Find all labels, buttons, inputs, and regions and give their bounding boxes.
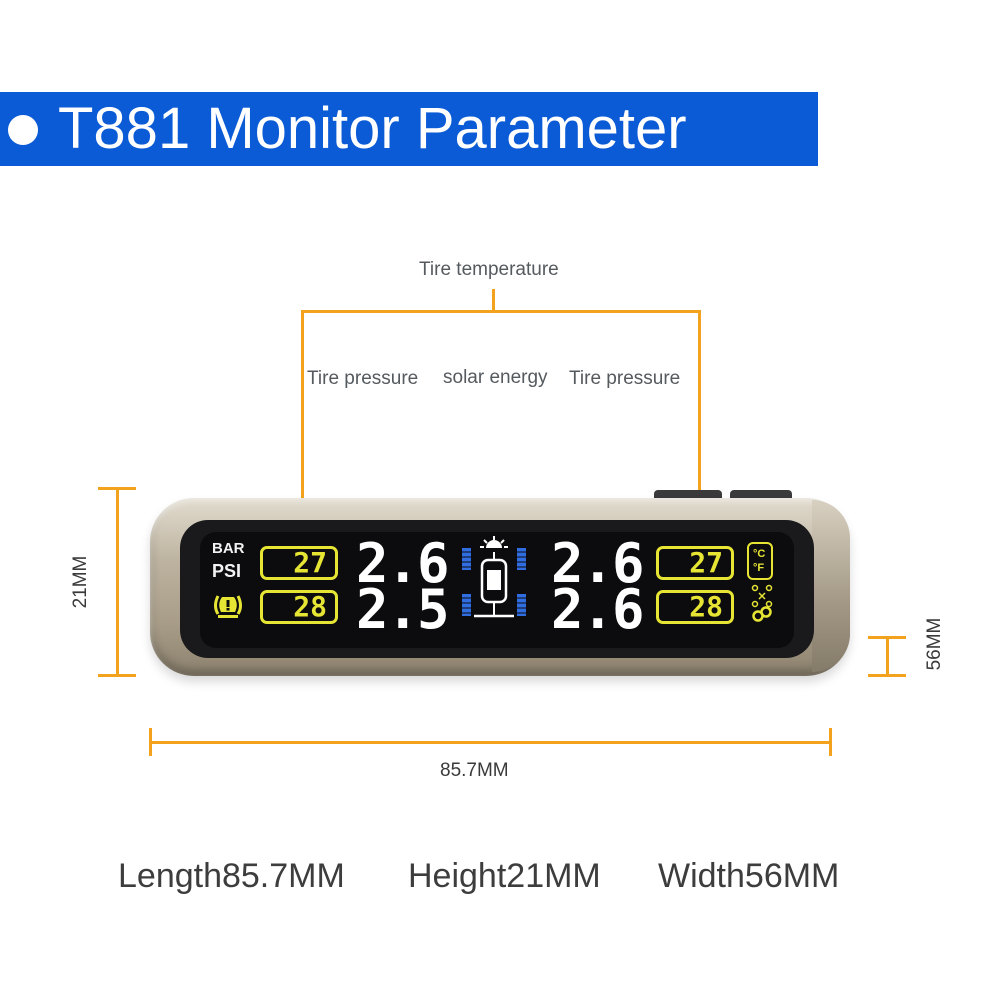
width-dim-bottom-tick: [868, 674, 906, 677]
length-dim-right-tick: [829, 728, 832, 756]
temp-callout-bar: [301, 310, 701, 313]
tpms-warning-icon: [214, 595, 242, 618]
temp-rear-right: 28: [656, 590, 734, 624]
temp-front-left: 27: [260, 546, 338, 580]
label-tire-temperature: Tire temperature: [419, 259, 559, 280]
spec-height: Height21MM: [408, 857, 601, 895]
device-button-left: [654, 490, 722, 500]
temp-callout-left-leg: [301, 310, 304, 547]
label-tire-pressure-right: Tire pressure: [569, 368, 681, 389]
label-tire-pressure-left: Tire pressure: [307, 368, 419, 389]
height-dim-label: 21MM: [70, 555, 91, 609]
pressure-front-left: 2.6: [356, 532, 450, 595]
spec-length: Length85.7MM: [118, 857, 345, 895]
pressure-front-right: 2.6: [551, 532, 645, 595]
height-dim-bottom-tick: [98, 674, 136, 677]
label-solar-energy: solar energy: [443, 367, 548, 388]
temp-rear-left: 28: [260, 590, 338, 624]
temp-callout-right-leg: [698, 310, 701, 547]
length-dim-label: 85.7MM: [440, 760, 509, 781]
unit-bar: BAR: [212, 540, 245, 557]
device-end-cap: [812, 500, 850, 672]
spec-width: Width56MM: [658, 857, 840, 895]
sensor-dots-icon: [751, 584, 773, 622]
car-tires-icon: [462, 536, 526, 618]
length-dim-line: [149, 741, 831, 744]
pressure-rear-left: 2.5: [356, 578, 450, 641]
pressure-rear-right: 2.6: [551, 578, 645, 641]
width-dim-label: 56MM: [924, 617, 945, 671]
page-title: T881 Monitor Parameter: [58, 96, 687, 161]
title-banner: T881 Monitor Parameter: [0, 92, 818, 166]
temp-callout-stem: [492, 289, 495, 311]
temp-front-right: 27: [656, 546, 734, 580]
height-dim-line: [116, 487, 119, 676]
bullet-dot-icon: [8, 115, 38, 145]
solar-sun-icon: [480, 536, 508, 548]
device-button-right: [730, 490, 792, 500]
width-dim-line: [886, 636, 889, 676]
temperature-unit-icon: °C °F: [747, 542, 773, 580]
unit-psi: PSI: [212, 561, 242, 581]
